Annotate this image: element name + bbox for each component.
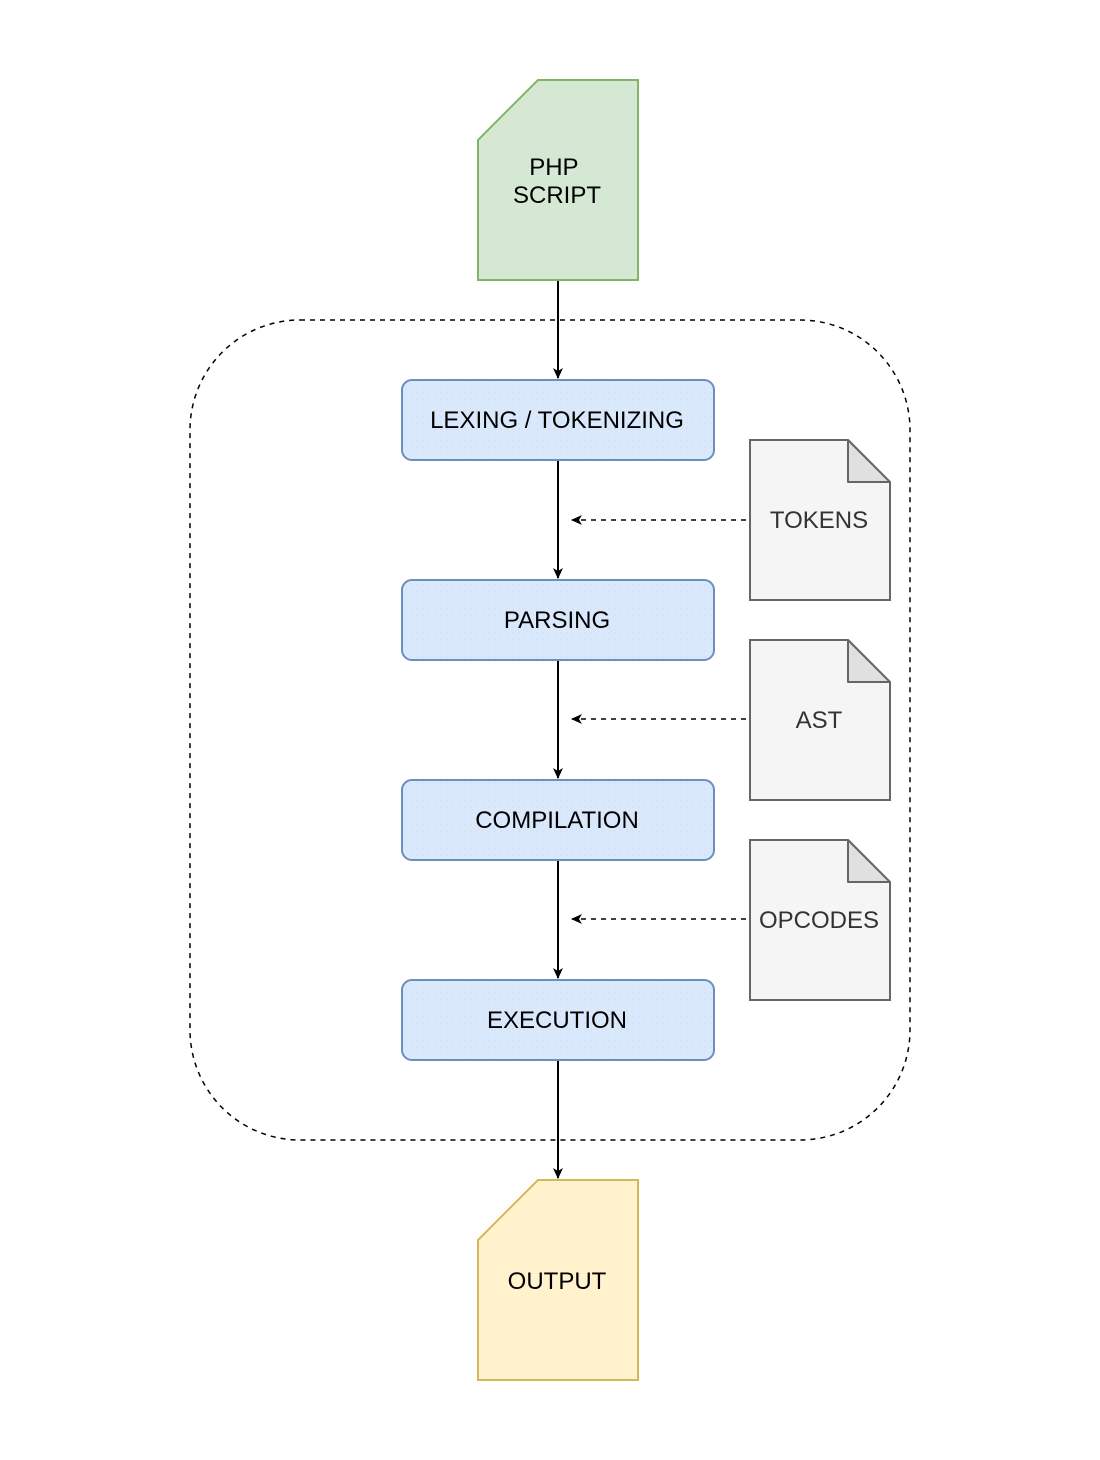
stage-execution: EXECUTION [401,979,715,1061]
artifact-opcodes-label: OPCODES [759,907,879,934]
php-script-label-line1: PHP [529,154,578,181]
artifact-tokens: TOKENS [749,439,891,601]
svg-text:PHP SCRIPT: PHP SCRIPT [513,154,601,209]
stage-parsing-label: PARSING [504,607,610,634]
php-script-card-shape [477,79,639,281]
artifact-ast: AST [749,639,891,801]
artifact-ast-label: AST [796,707,843,734]
stage-lexing-label: LEXING / TOKENIZING [430,407,684,434]
artifact-ast-fold [847,639,891,683]
output-card-shape [477,1179,639,1381]
stage-parsing: PARSING [401,579,715,661]
stage-compilation-texture [403,781,713,859]
php-script-label-line2: SCRIPT [513,182,601,209]
output-node: OUTPUT [477,1179,639,1381]
artifact-tokens-fold [847,439,891,483]
artifact-tokens-label: TOKENS [770,507,868,534]
artifact-opcodes: OPCODES [749,839,891,1001]
stage-lexing: LEXING / TOKENIZING [401,379,715,461]
stage-execution-texture [403,981,713,1059]
output-label: OUTPUT [508,1268,607,1295]
engine-boundary [189,319,911,1141]
stage-compilation: COMPILATION [401,779,715,861]
stage-compilation-label: COMPILATION [475,807,639,834]
stage-parsing-texture [403,581,713,659]
php-script-node: PHP SCRIPT [477,79,639,281]
stage-lexing-texture [403,381,713,459]
stage-execution-label: EXECUTION [487,1007,627,1034]
artifact-opcodes-fold [847,839,891,883]
